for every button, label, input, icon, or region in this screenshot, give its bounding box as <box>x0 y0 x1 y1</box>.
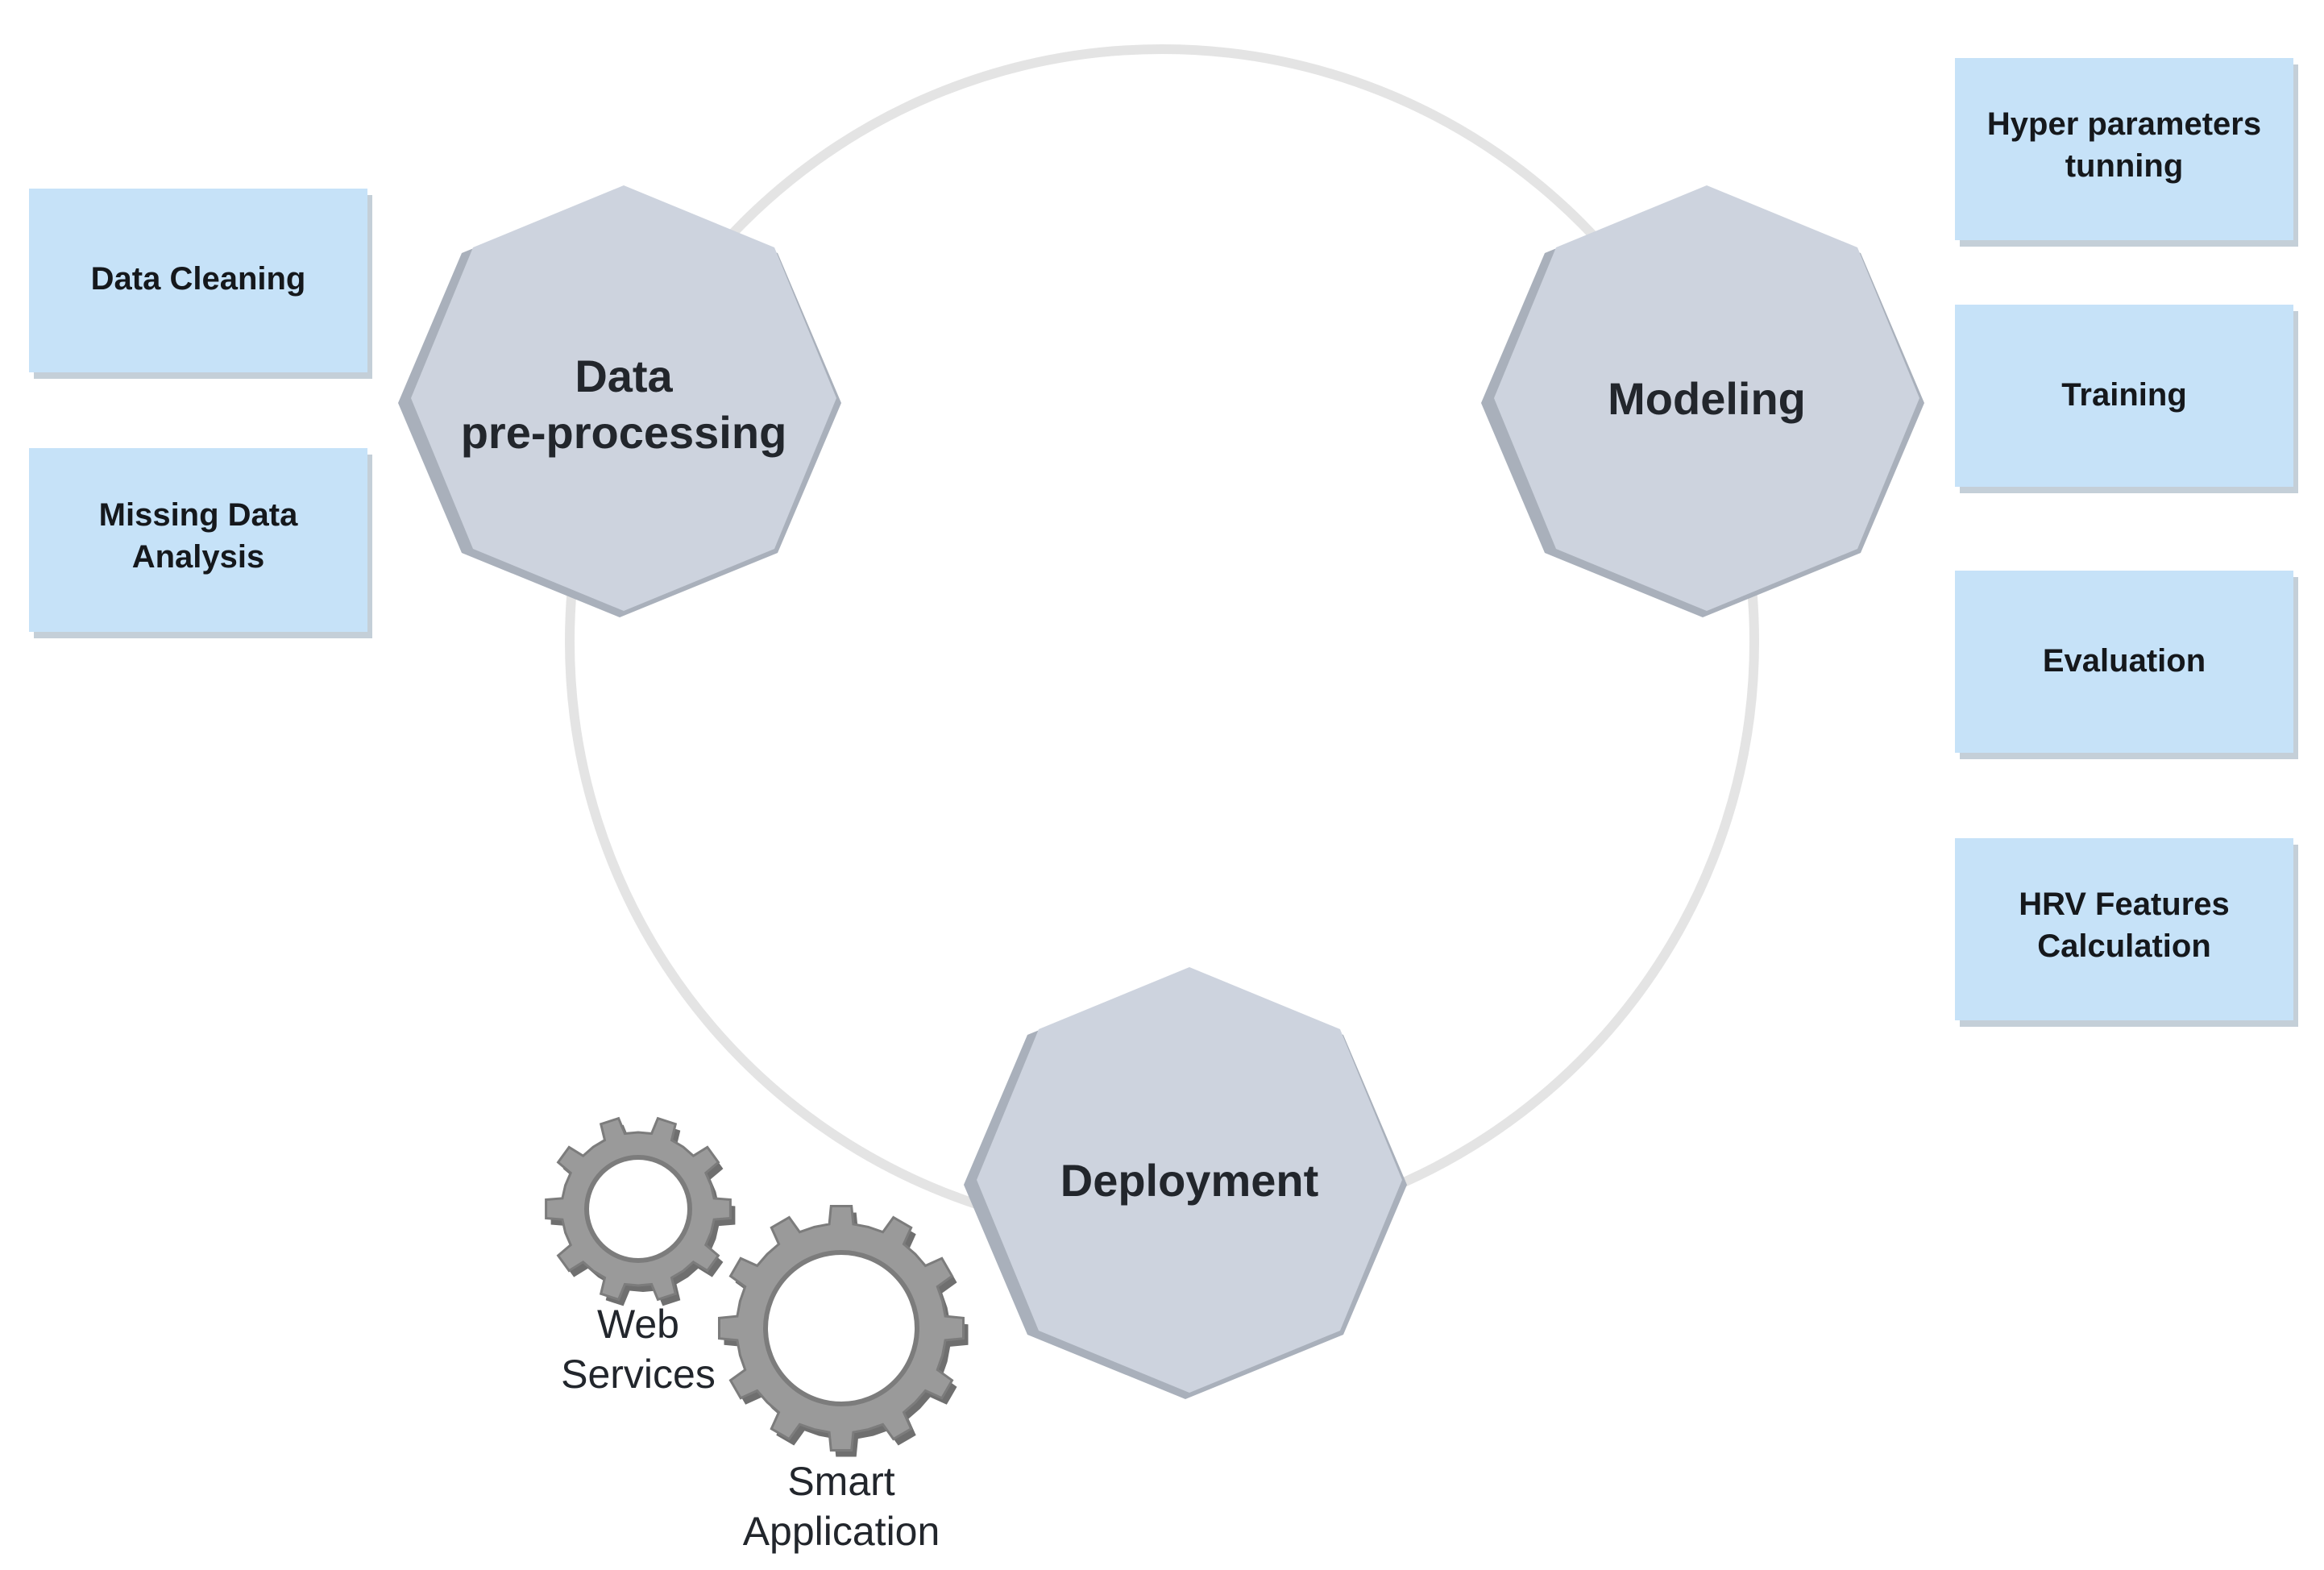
task-label: tunning <box>2065 148 2184 184</box>
gear-hole <box>584 1155 692 1263</box>
task-label: Evaluation <box>2043 643 2206 679</box>
task-label: Hyper parameters <box>1987 106 2261 142</box>
stage-octagon <box>411 185 836 611</box>
deployment-target-label: Smart <box>787 1459 894 1504</box>
gear-hole <box>763 1250 919 1406</box>
stage-octagon <box>977 967 1402 1393</box>
stage-label: Deployment <box>1060 1155 1319 1206</box>
modeling-task-box: Hyper parameters tunning <box>1955 58 2298 247</box>
stage-label: Data <box>575 351 673 401</box>
gear-icon <box>545 1116 736 1306</box>
deployment-target-label: Services <box>561 1352 716 1397</box>
task-label: Data Cleaning <box>91 261 306 297</box>
stage-modeling: Modeling <box>1481 185 1924 617</box>
deployment-target-label: Application <box>743 1509 940 1554</box>
modeling-task-box: HRV Features Calculation <box>1955 838 2298 1027</box>
modeling-task-box: Evaluation <box>1955 571 2298 759</box>
preprocessing-task-box: Data Cleaning <box>29 189 372 379</box>
task-label: Calculation <box>2037 928 2211 964</box>
task-label: HRV Features <box>2019 887 2230 922</box>
stage-deployment: Deployment <box>964 967 1407 1399</box>
task-label: Missing Data <box>99 497 298 533</box>
task-label: Training <box>2061 377 2187 413</box>
modeling-task-box: Training <box>1955 305 2298 493</box>
stage-preprocessing: Data pre-processing <box>398 185 841 617</box>
gear-icon <box>718 1205 969 1457</box>
preprocessing-task-box: Missing Data Analysis <box>29 448 372 638</box>
task-label: Analysis <box>132 539 265 575</box>
stage-label: Modeling <box>1608 373 1806 424</box>
deployment-target-label: Web <box>597 1302 679 1347</box>
stage-label: pre-processing <box>461 407 787 458</box>
stage-octagon <box>1494 185 1919 611</box>
